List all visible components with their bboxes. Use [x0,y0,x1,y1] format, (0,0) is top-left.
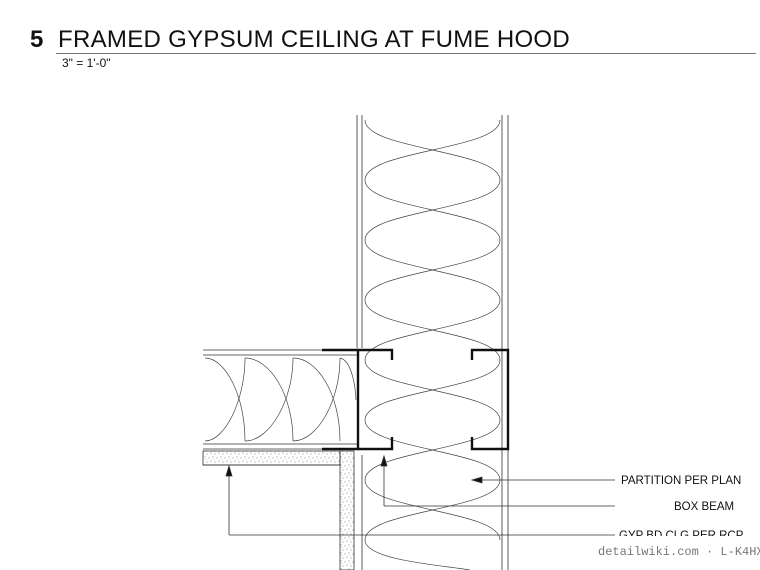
wall-insulation [364,119,501,570]
title-underline [56,53,756,54]
detail-title: FRAMED GYPSUM CEILING AT FUME HOOD [58,26,571,53]
box-beam [322,348,510,451]
label-partition: PARTITION PER PLAN [621,475,741,487]
partition-wall [356,115,509,570]
detail-scale: 3" = 1'-0" [62,56,111,70]
ceiling-insulation [204,357,357,442]
label-box-beam: BOX BEAM [674,501,734,513]
gypsum-board-ceiling [202,450,355,570]
crop-cover [560,536,760,570]
watermark: detailwiki.com · L-K4HX3 [598,545,760,559]
detail-number: 5 [30,26,44,53]
leaders [225,454,615,536]
